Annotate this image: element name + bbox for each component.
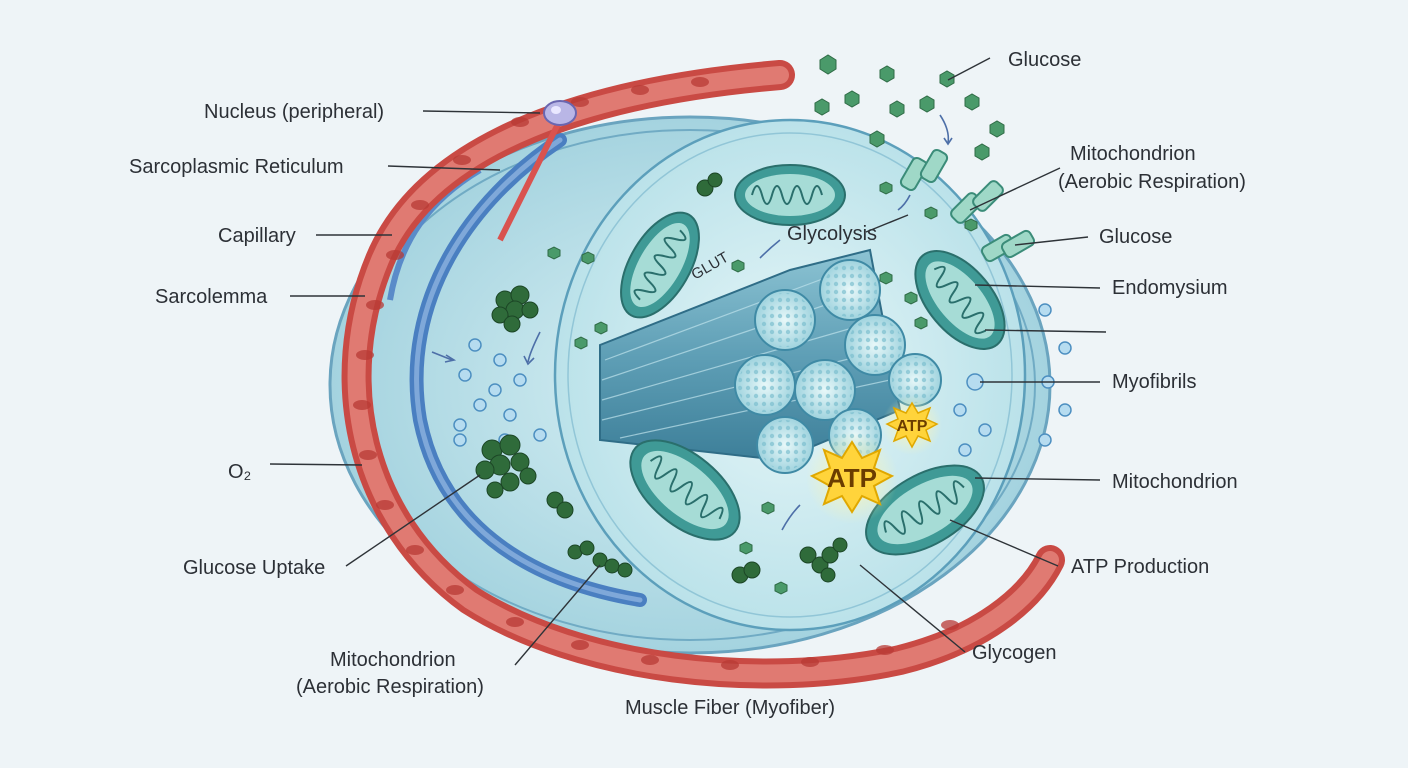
mitochondrion-left-bottom: [629, 439, 741, 541]
glucose-right-label: Glucose: [1099, 226, 1172, 248]
mitochondrion-bottom-label-1: Mitochondrion: [330, 649, 456, 671]
endomysium-label: Endomysium: [1112, 277, 1228, 299]
glucose-top-label: Glucose: [1008, 49, 1081, 71]
atp-large: ATP: [806, 432, 898, 524]
labels: Nucleus (peripheral) Sarcoplasmic Reticu…: [129, 49, 1246, 719]
capillary-label: Capillary: [218, 225, 296, 247]
capillary-vessel: [341, 60, 1065, 689]
nucleus: [543, 100, 577, 126]
glycogen-label: Glycogen: [972, 642, 1057, 664]
mitochondrion-bottom-label-2: (Aerobic Respiration): [296, 676, 484, 698]
glycolysis-label: Glycolysis: [787, 223, 877, 245]
atp-large-label: ATP: [827, 463, 877, 493]
glucose-uptake-label: Glucose Uptake: [183, 557, 325, 579]
mitochondrion-left-top: [620, 211, 700, 319]
glut-transporters: [899, 148, 1036, 263]
mitochondrion-right-top: [914, 250, 1006, 350]
mitochondrion-top-label-2: (Aerobic Respiration): [1058, 171, 1246, 193]
glycogen-granules: [475, 172, 848, 584]
atp-small-label: ATP: [897, 418, 928, 435]
mitochondrion-right-label: Mitochondrion: [1112, 471, 1238, 493]
atp-small: ATP: [882, 395, 942, 455]
mitochondrion-top-label-1: Mitochondrion: [1070, 143, 1196, 165]
sarcolemma-label: Sarcolemma: [155, 286, 268, 308]
nucleus-label: Nucleus (peripheral): [204, 101, 384, 123]
atp-production-label: ATP Production: [1071, 556, 1209, 578]
muscle-fiber-label: Muscle Fiber (Myofiber): [625, 697, 835, 719]
myofibrils-label: Myofibrils: [1112, 371, 1196, 393]
o2-label: O₂: [228, 461, 251, 483]
glucose-molecules: [547, 54, 1005, 595]
myofibril-bundle: [599, 248, 942, 474]
mitochondrion-top: [734, 164, 846, 226]
myofibril-ends: [734, 259, 942, 474]
leader-lines: [269, 57, 1107, 666]
sarcoplasmic-reticulum-label: Sarcoplasmic Reticulum: [129, 156, 344, 178]
vesicles: [453, 303, 1072, 457]
flow-arrows: [431, 114, 953, 531]
